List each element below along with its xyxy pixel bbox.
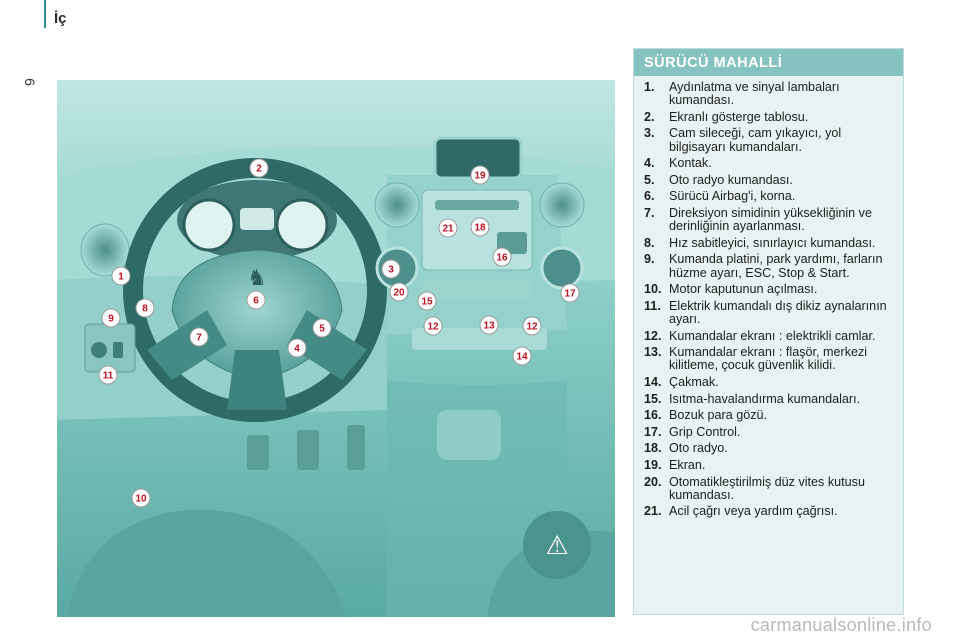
callout-7: 7 xyxy=(189,327,209,347)
svg-text:18: 18 xyxy=(474,223,486,234)
svg-text:15: 15 xyxy=(421,297,433,308)
climate-panel xyxy=(422,280,532,300)
legend-header: SÜRÜCÜ MAHALLİ xyxy=(634,49,903,76)
legend-item: 3.Cam sileceği, cam yıkayıcı, yol bilgis… xyxy=(644,126,842,154)
callout-5: 5 xyxy=(312,318,332,338)
warning-steering-icon xyxy=(523,511,591,579)
pedal-right xyxy=(347,425,365,470)
svg-text:9: 9 xyxy=(108,314,114,325)
legend-item: 7.Direksiyon simidinin yüksekliğinin ve … xyxy=(644,205,872,234)
svg-text:10: 10 xyxy=(135,494,147,505)
section-title: İç xyxy=(54,10,67,27)
legend-item: 1.Aydınlatma ve sinyal lambaları kumanda… xyxy=(644,80,840,108)
legend-panel: SÜRÜCÜ MAHALLİ 1.Aydınlatma ve sinyal la… xyxy=(633,48,904,615)
legend-item: 13.Kumandalar ekranı : flaşör, merkezi k… xyxy=(644,345,868,373)
callout-6: 6 xyxy=(246,290,266,310)
svg-text:4: 4 xyxy=(294,344,300,355)
legend-item: 20.Otomatikleştirilmiş düz vites kutusu … xyxy=(644,474,865,502)
svg-text:17: 17 xyxy=(564,289,576,300)
legend-item: 10.Motor kaputunun açılması. xyxy=(644,282,818,297)
climate-knob-right xyxy=(540,246,584,290)
svg-text:1: 1 xyxy=(118,272,124,283)
callout-14: 14 xyxy=(512,346,532,366)
legend-item: 14.Çakmak. xyxy=(644,374,719,389)
dashboard-illustration: ♞ ⚠ 1 2 3 4 5 6 7 8 9 xyxy=(57,80,615,617)
callout-11: 11 xyxy=(98,365,118,385)
svg-text:8: 8 xyxy=(142,304,148,315)
legend-item: 21.Acil çağrı veya yardım çağrısı. xyxy=(644,504,838,519)
svg-text:11: 11 xyxy=(103,371,114,382)
callout-2: 2 xyxy=(249,158,269,178)
callout-10: 10 xyxy=(131,488,151,508)
legend-item: 18.Oto radyo. xyxy=(644,441,728,456)
callout-8: 8 xyxy=(135,298,155,318)
legend-item: 5.Oto radyo kumandası. xyxy=(644,172,793,187)
watermark: carmanualsonline.info xyxy=(750,615,932,635)
svg-text:⚠: ⚠ xyxy=(545,531,568,561)
legend-item: 15.Isıtma-havalandırma kumandaları. xyxy=(644,391,861,406)
legend-item: 2.Ekranlı gösterge tablosu. xyxy=(644,109,809,124)
svg-text:12: 12 xyxy=(526,322,538,333)
section-marker-bar xyxy=(44,0,46,28)
callout-13: 13 xyxy=(479,315,499,335)
svg-text:12: 12 xyxy=(427,322,439,333)
legend-item: 11.Elektrik kumandalı dış dikiz aynaları… xyxy=(644,298,887,326)
legend-item: 16.Bozuk para gözü. xyxy=(644,408,768,423)
callout-16: 16 xyxy=(492,247,512,267)
legend-item: 17.Grip Control. xyxy=(644,424,741,439)
lower-switch-bar xyxy=(412,328,547,350)
legend-item: 8.Hız sabitleyici, sınırlayıcı kumandası… xyxy=(644,235,876,250)
svg-text:16: 16 xyxy=(496,253,508,264)
callout-4: 4 xyxy=(287,338,307,358)
callout-21: 21 xyxy=(438,218,458,238)
callout-19: 19 xyxy=(470,165,490,185)
callout-9: 9 xyxy=(101,308,121,328)
callout-15: 15 xyxy=(417,291,437,311)
legend-item: 12.Kumandalar ekranı : elektrikli camlar… xyxy=(644,328,876,343)
dashboard-drawing: ♞ ⚠ 1 2 3 4 5 6 7 8 9 xyxy=(57,80,615,617)
legend-item: 6.Sürücü Airbag'i, korna. xyxy=(644,189,796,204)
svg-text:20: 20 xyxy=(393,288,405,299)
center-left-vent xyxy=(374,182,420,228)
driver-seat xyxy=(67,509,347,617)
page-number: 6 xyxy=(21,78,38,86)
cluster-display xyxy=(240,208,274,230)
legend-item: 4.Kontak. xyxy=(644,156,712,171)
center-right-vent xyxy=(539,182,585,228)
svg-text:13: 13 xyxy=(483,321,495,332)
left-air-vent xyxy=(80,223,130,277)
speedometer xyxy=(182,198,236,252)
svg-text:21: 21 xyxy=(442,224,454,235)
svg-text:19: 19 xyxy=(474,171,486,182)
callout-20: 20 xyxy=(389,282,409,302)
pedal-left xyxy=(247,435,269,470)
pedal-middle xyxy=(297,430,319,470)
legend-title: SÜRÜCÜ MAHALLİ xyxy=(644,54,783,71)
legend-list: 1.Aydınlatma ve sinyal lambaları kumanda… xyxy=(634,76,903,519)
svg-text:6: 6 xyxy=(253,296,259,307)
svg-text:14: 14 xyxy=(516,352,528,363)
svg-text:7: 7 xyxy=(196,333,202,344)
svg-text:3: 3 xyxy=(388,265,394,276)
callout-12-left: 12 xyxy=(423,316,443,336)
callout-12-right: 12 xyxy=(522,316,542,336)
callout-18: 18 xyxy=(470,217,490,237)
legend-item: 9.Kumanda platini, park yardımı, farları… xyxy=(644,252,883,280)
callout-1: 1 xyxy=(111,266,131,286)
tachometer xyxy=(275,198,329,252)
svg-text:5: 5 xyxy=(319,324,325,335)
svg-text:♞: ♞ xyxy=(247,266,267,291)
callout-17: 17 xyxy=(560,283,580,303)
svg-text:2: 2 xyxy=(256,164,262,175)
callout-3: 3 xyxy=(381,259,401,279)
legend-item: 19.Ekran. xyxy=(644,457,706,472)
